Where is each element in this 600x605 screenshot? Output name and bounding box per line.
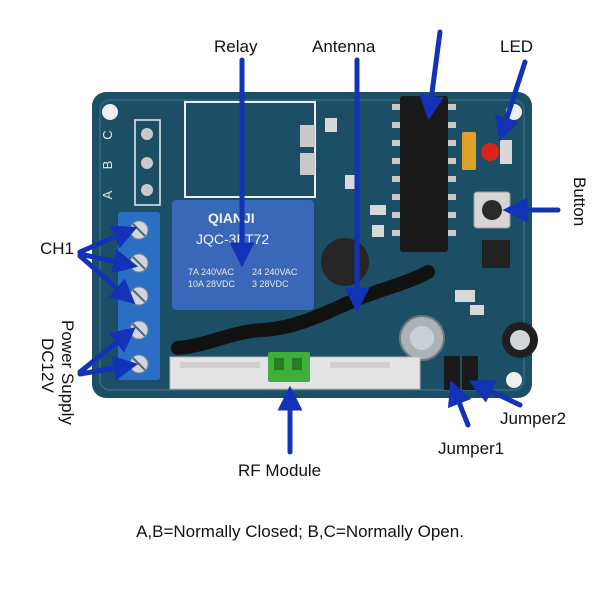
relay-rating: 3 28VDC: [252, 279, 289, 289]
ic-chip: [400, 96, 448, 252]
label-rf-module: RF Module: [238, 461, 322, 480]
arrow-led: [494, 59, 528, 142]
arrow-ch1-1: [77, 225, 138, 255]
led: [481, 143, 499, 161]
label-jumper1: Jumper1: [438, 439, 505, 458]
caption: A,B=Normally Closed; B,C=Normally Open.: [136, 522, 464, 541]
smd-chip: [482, 240, 510, 268]
label-led: LED: [500, 37, 534, 56]
label-ch1: CH1: [40, 239, 75, 258]
label-power-supply: Power Supply: [58, 320, 77, 425]
pin-letter-c: C: [100, 130, 115, 139]
mounting-hole: [102, 104, 118, 120]
arrow-power-2: [77, 355, 139, 381]
pin-letter-a: A: [100, 190, 115, 199]
label-power-voltage: DC12V: [38, 338, 57, 393]
jumper-header: [444, 356, 460, 390]
arrow-power-1: [77, 327, 136, 375]
arrow-jumper1: [447, 380, 472, 428]
mounting-hole: [506, 372, 522, 388]
label-jumper2: Jumper2: [500, 409, 567, 428]
arrow-ch1-2: [77, 249, 139, 274]
relay-rating: 24 240VAC: [252, 267, 298, 277]
arrow-chip: [419, 29, 445, 121]
label-button: Button: [570, 177, 589, 227]
relay-brand: QIANJI: [208, 210, 255, 226]
relay-model: JQC-3FT72: [196, 231, 269, 247]
antenna-wire: [171, 265, 435, 355]
pin-letter-b: B: [100, 161, 115, 170]
relay-rating: 10A 28VDC: [188, 279, 236, 289]
arrow-jumper2: [468, 380, 523, 408]
jumper-header: [462, 356, 478, 390]
inductor: [321, 238, 369, 286]
tantalum-capacitor: [462, 132, 476, 170]
label-relay: Relay: [214, 37, 258, 56]
relay-rating: 7A 240VAC: [188, 267, 234, 277]
arrow-ch1-3: [77, 253, 136, 305]
label-antenna: Antenna: [312, 37, 376, 56]
